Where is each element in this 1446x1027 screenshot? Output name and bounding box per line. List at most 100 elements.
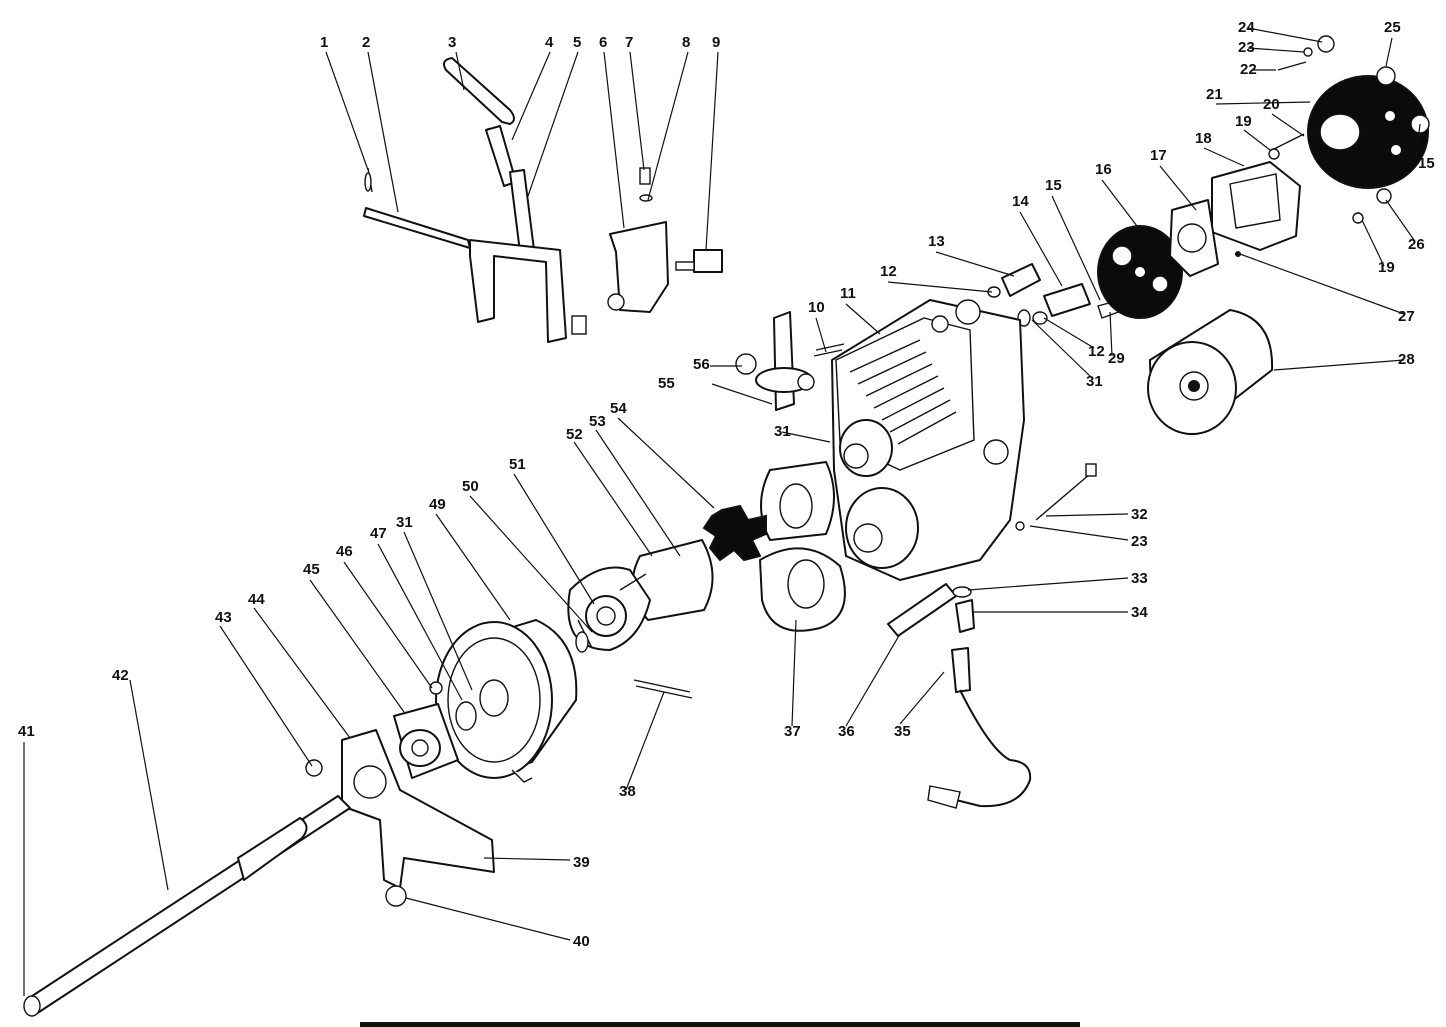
callout-35: 35 <box>894 723 911 740</box>
leader-line-9 <box>705 51 719 251</box>
leader-line-42 <box>791 619 797 727</box>
leader-line-23 <box>1271 113 1305 137</box>
leader-line-10 <box>815 317 827 353</box>
leader-line-51 <box>343 561 433 689</box>
leader-line-41 <box>845 633 901 727</box>
leader-line-27 <box>1247 27 1323 43</box>
callout-19b: 19 <box>1378 259 1395 276</box>
leader-line-49 <box>253 607 351 739</box>
oil-filter-icon <box>1147 309 1274 435</box>
callout-28: 28 <box>1398 351 1415 368</box>
control-lever-icon <box>363 57 587 343</box>
leader-line-54 <box>469 495 593 633</box>
callout-23a: 23 <box>1238 39 1255 56</box>
leader-line-3 <box>455 51 465 91</box>
leader-line-37 <box>1029 525 1129 541</box>
callout-4: 4 <box>545 34 554 51</box>
callout-54: 54 <box>610 400 627 417</box>
callout-32: 32 <box>1131 506 1148 523</box>
leader-line-48 <box>219 625 313 767</box>
leader-line-32 <box>1109 311 1113 357</box>
callout-42: 42 <box>112 667 129 684</box>
leader-line-33 <box>1031 319 1093 379</box>
callout-49: 49 <box>429 496 446 513</box>
callout-20: 20 <box>1263 96 1280 113</box>
callout-39: 39 <box>573 854 590 871</box>
leader-line-17 <box>1415 123 1421 161</box>
bolt-icon <box>1015 463 1097 531</box>
leader-line-6 <box>603 51 625 229</box>
leader-line-4 <box>511 51 551 141</box>
star-coupler-icon <box>631 461 846 632</box>
callout-31c: 31 <box>396 514 413 531</box>
leader-line-58 <box>617 417 715 509</box>
callout-10: 10 <box>808 299 825 316</box>
callout-45: 45 <box>303 561 320 578</box>
leader-lines <box>23 27 1421 996</box>
drive-shaft-icon <box>23 795 351 1017</box>
callout-31a: 31 <box>1086 373 1103 390</box>
callout-1: 1 <box>320 34 328 51</box>
leader-line-30 <box>1239 253 1405 315</box>
leader-line-59 <box>711 383 773 405</box>
valve-mount-icon <box>1169 35 1430 277</box>
mounting-bracket-icon <box>305 729 495 907</box>
leader-line-43 <box>625 691 665 791</box>
leader-line-11 <box>845 303 881 335</box>
leader-line-55 <box>513 473 595 605</box>
callout-52: 52 <box>566 426 583 443</box>
leader-line-44 <box>483 857 571 861</box>
callout-33: 33 <box>1131 570 1148 587</box>
callout-18: 18 <box>1195 130 1212 147</box>
leader-line-28 <box>1385 37 1393 67</box>
leader-line-19 <box>1159 165 1197 211</box>
callout-40: 40 <box>573 933 590 950</box>
callout-27: 27 <box>1398 308 1415 325</box>
callout-53: 53 <box>589 413 606 430</box>
callout-44: 44 <box>248 591 265 608</box>
leader-line-53 <box>435 513 511 621</box>
callout-36: 36 <box>838 723 855 740</box>
callout-26: 26 <box>1408 236 1425 253</box>
bearing-flange-icon <box>393 681 459 779</box>
leader-line-26 <box>1247 47 1305 53</box>
leader-line-40 <box>899 671 945 725</box>
leader-line-38 <box>967 577 1129 591</box>
callout-11: 11 <box>840 285 856 302</box>
callout-56: 56 <box>693 356 710 373</box>
leader-line-20 <box>1203 147 1245 167</box>
leader-line-29 <box>1385 199 1415 241</box>
callout-55: 55 <box>658 375 675 392</box>
callout-47: 47 <box>370 525 387 542</box>
callout-12b: 12 <box>1088 343 1105 360</box>
leader-line-31 <box>1273 359 1405 371</box>
callout-31b: 31 <box>774 423 791 440</box>
leader-line-13 <box>1043 317 1095 349</box>
leader-line-50 <box>309 579 405 713</box>
hydrostat-pump-icon <box>735 299 1025 581</box>
callout-5: 5 <box>573 34 581 51</box>
leader-line-16 <box>1051 195 1101 301</box>
leader-line-15 <box>1019 211 1063 287</box>
switch-bracket-icon <box>607 167 723 313</box>
leader-line-56 <box>573 441 653 557</box>
callout-25: 25 <box>1384 19 1401 36</box>
leader-line-2 <box>367 51 399 213</box>
leader-line-34 <box>781 431 831 443</box>
leader-line-1 <box>325 51 369 171</box>
callout-17: 17 <box>1150 147 1167 164</box>
leader-line-57 <box>595 429 681 557</box>
callout-22: 22 <box>1240 61 1257 78</box>
leader-line-7 <box>629 51 645 171</box>
callout-51: 51 <box>509 456 526 473</box>
callout-labels: 1 2 3 4 5 6 7 8 9 10 11 12 12 13 14 15 1… <box>18 19 1435 950</box>
callout-6: 6 <box>599 34 607 51</box>
gasket-plate-icons <box>1097 75 1429 319</box>
callout-12a: 12 <box>880 263 897 280</box>
leader-line-36 <box>1045 513 1129 517</box>
callout-14: 14 <box>1012 193 1029 210</box>
callout-43: 43 <box>215 609 232 626</box>
leader-line-47 <box>129 679 169 891</box>
callout-7: 7 <box>625 34 633 51</box>
